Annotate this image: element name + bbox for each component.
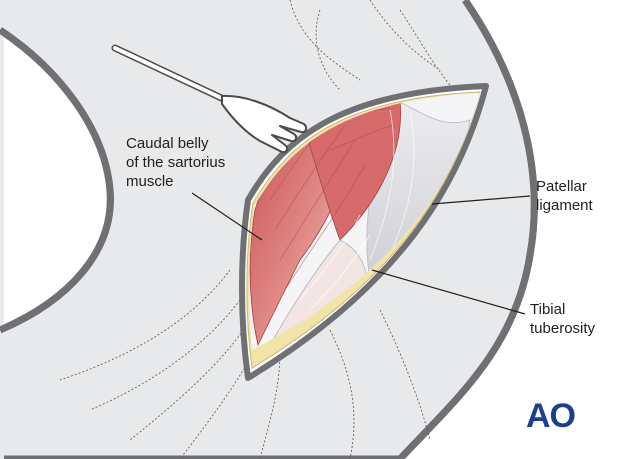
dotted-structures: [59, 0, 451, 459]
leader-lines: [191, 192, 531, 315]
label-line: muscle: [126, 173, 174, 190]
leader-tibial: [371, 269, 526, 315]
label-patellar-ligament: Patellar ligament: [536, 177, 593, 215]
label-line: Caudal belly: [126, 135, 209, 152]
label-tibial-tuberosity: Tibial tuberosity: [530, 300, 595, 338]
leader-sartorius: [191, 192, 263, 241]
label-line: of the sartorius: [126, 154, 226, 171]
label-line: Patellar: [536, 178, 587, 195]
leader-patellar: [431, 195, 531, 205]
label-line: tuberosity: [530, 320, 596, 337]
label-sartorius: Caudal belly of the sartorius muscle: [126, 134, 225, 191]
retractor-icon: [111, 44, 308, 154]
ao-logo: AO: [526, 397, 576, 435]
label-line: Tibial: [530, 301, 566, 318]
label-line: ligament: [536, 197, 593, 214]
